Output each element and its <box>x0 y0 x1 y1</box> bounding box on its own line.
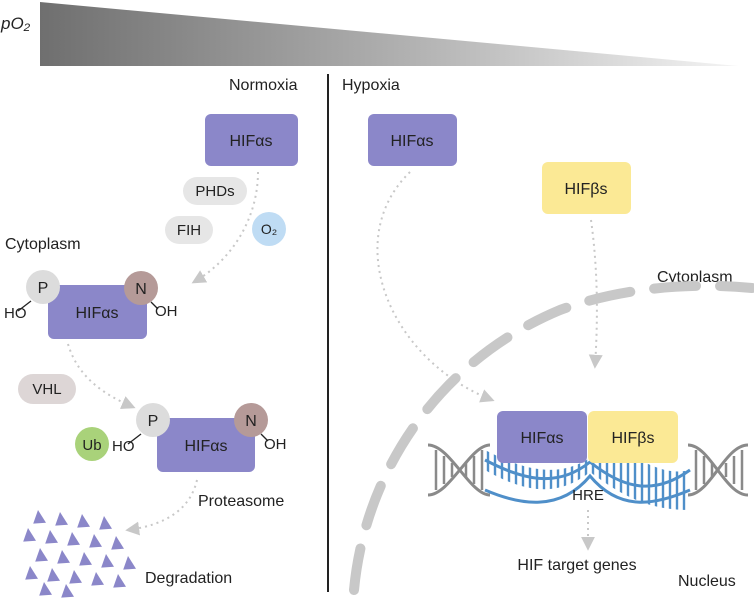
ho-label-2: HO <box>112 438 135 455</box>
normoxia-label: Normoxia <box>229 77 298 94</box>
degradation-fragment <box>113 574 126 588</box>
n-circle-2 <box>234 403 268 437</box>
hifa-box-dna <box>497 411 587 463</box>
hifa-label-ubiquitinated: HIFαs <box>184 438 227 455</box>
degradation-fragment <box>101 554 114 568</box>
oh-label-1: OH <box>155 303 178 320</box>
n-label-1: N <box>135 281 147 298</box>
ub-circle <box>75 427 109 461</box>
arrow-degradation <box>125 479 198 536</box>
degradation-fragment <box>47 568 60 582</box>
hifb-label-hypoxia: HIFβs <box>565 181 608 198</box>
degradation-fragment <box>35 548 48 562</box>
degradation-fragment <box>25 566 38 580</box>
hypoxia-label: Hypoxia <box>342 77 400 94</box>
degradation-fragment <box>69 570 82 584</box>
fih-label: FIH <box>177 222 201 239</box>
n-circle-1 <box>124 271 158 305</box>
ho-label-1: HO <box>4 305 27 322</box>
po2-label: pO₂ <box>0 14 31 33</box>
hifa-box-hydroxylated <box>48 285 147 339</box>
n-label-2: N <box>245 413 257 430</box>
nuclear-envelope <box>349 280 754 595</box>
degradation-fragment <box>55 512 68 526</box>
degradation-fragment <box>57 550 70 564</box>
p-circle-2 <box>136 403 170 437</box>
hifa-label-hydroxylated: HIFαs <box>75 305 118 322</box>
degradation-fragment <box>99 516 112 530</box>
target-genes-label: HIF target genes <box>517 557 636 574</box>
degradation-fragment <box>111 536 124 550</box>
nucleus-label: Nucleus <box>678 573 736 590</box>
hre-label: HRE <box>572 487 604 504</box>
degradation-fragments <box>23 510 136 598</box>
degradation-fragment <box>61 584 74 598</box>
ho-bond-1 <box>17 300 32 312</box>
hifa-label-normoxia: HIFαs <box>229 133 272 150</box>
degradation-fragment <box>91 572 104 586</box>
degradation-fragment <box>45 530 58 544</box>
degradation-label: Degradation <box>145 570 232 587</box>
degradation-fragment <box>123 556 136 570</box>
degradation-fragment <box>39 582 52 596</box>
arrow-hifa-to-nucleus <box>376 171 495 403</box>
phds-pill <box>183 177 247 205</box>
po2-gradient <box>40 2 738 66</box>
oh-label-2: OH <box>264 436 287 453</box>
cytoplasm-left-label: Cytoplasm <box>5 236 81 253</box>
hifb-box-hypoxia <box>542 162 631 214</box>
vhl-label: VHL <box>32 381 61 398</box>
degradation-fragment <box>77 514 90 528</box>
ho-bond-2 <box>127 433 142 445</box>
oh-bond-2 <box>260 433 269 442</box>
degradation-fragment <box>89 534 102 548</box>
p-circle-1 <box>26 270 60 304</box>
oh-bond-1 <box>150 301 159 310</box>
arrow-ubiquitination <box>67 343 136 410</box>
hifa-box-normoxia <box>205 114 298 166</box>
vhl-pill <box>18 374 76 404</box>
hifa-box-hypoxia <box>368 114 457 166</box>
degradation-fragment <box>79 552 92 566</box>
degradation-fragment <box>33 510 46 524</box>
p-label-1: P <box>38 280 49 297</box>
o2-circle <box>252 212 286 246</box>
p-label-2: P <box>148 413 159 430</box>
hifa-box-ubiquitinated <box>157 418 255 472</box>
o2-label: O₂ <box>261 221 277 237</box>
degradation-fragment <box>67 532 80 546</box>
hifa-label-hypoxia: HIFαs <box>390 133 433 150</box>
ub-label: Ub <box>82 437 101 454</box>
hifb-box-dna <box>588 411 678 463</box>
arrow-hifb-to-nucleus <box>588 219 603 369</box>
hifa-label-dna: HIFαs <box>520 430 563 447</box>
proteasome-label: Proteasome <box>198 493 284 510</box>
phds-label: PHDs <box>195 183 234 200</box>
degradation-fragment <box>23 528 36 542</box>
fih-pill <box>165 216 213 244</box>
hifb-label-dna: HIFβs <box>612 430 655 447</box>
